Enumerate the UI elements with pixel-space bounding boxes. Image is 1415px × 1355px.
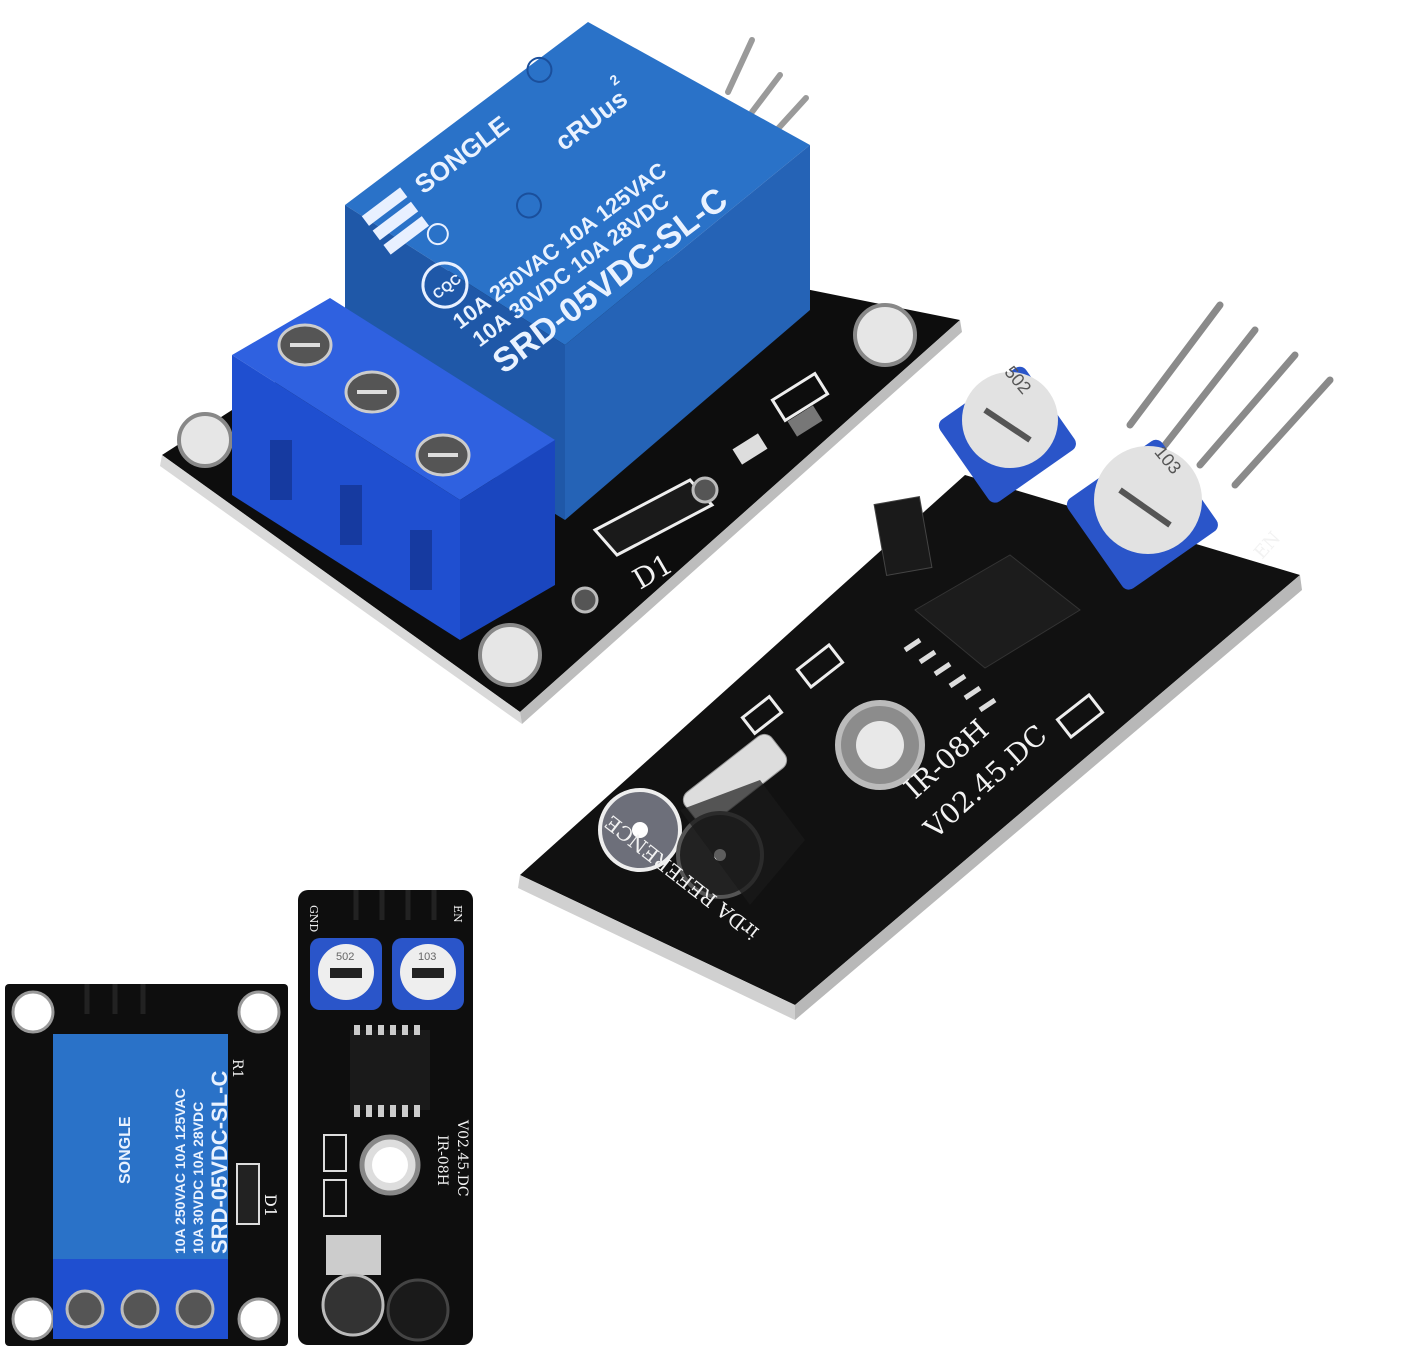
mounting-hole	[237, 990, 281, 1034]
ir-emitter	[321, 1235, 385, 1337]
svg-text:IR-08H: IR-08H	[434, 1135, 450, 1186]
terminal-screw[interactable]	[415, 433, 471, 477]
comparator-ic	[350, 1030, 430, 1110]
potentiometer-502[interactable]: 502	[310, 938, 382, 1010]
ir-receiver	[676, 780, 805, 905]
svg-text:10A 30VDC 10A 28VDC: 10A 30VDC 10A 28VDC	[190, 1102, 206, 1254]
songle-logo-icon	[361, 187, 430, 255]
svg-text:103: 103	[418, 951, 436, 963]
svg-text:SRD-05VDC-SL-C: SRD-05VDC-SL-C	[207, 1071, 232, 1254]
svg-text:502: 502	[336, 951, 354, 963]
svg-text:V02.45.DC: V02.45.DC	[454, 1119, 470, 1197]
jumper	[873, 495, 933, 577]
potentiometer-502[interactable]: 502	[936, 362, 1079, 506]
svg-text:R1: R1	[229, 1059, 245, 1078]
mounting-hole	[478, 623, 542, 687]
relay-top-face	[345, 22, 810, 345]
terminal-screw	[120, 1289, 160, 1329]
potentiometer-103[interactable]: 103	[392, 938, 464, 1010]
svg-text:SONGLE: SONGLE	[117, 1116, 134, 1184]
ir-receiver	[386, 1278, 450, 1342]
mounting-hole	[11, 1297, 55, 1341]
terminal-screw[interactable]	[277, 323, 333, 367]
svg-text:EN: EN	[1250, 528, 1285, 564]
terminal-screw	[65, 1289, 105, 1329]
mounting-hole	[237, 1297, 281, 1341]
mounting-hole	[853, 303, 917, 367]
terminal-screw[interactable]	[344, 370, 400, 414]
svg-text:EN: EN	[451, 905, 464, 923]
comparator-ic	[914, 554, 1081, 669]
svg-text:10A 250VAC 10A 125VAC: 10A 250VAC 10A 125VAC	[172, 1088, 188, 1254]
cqc-logo-icon	[421, 261, 469, 309]
terminal-block	[232, 298, 555, 640]
mounting-hole	[177, 412, 233, 468]
relay-front-thumbnail: SONGLE 10A 250VAC 10A 125VAC 10A 30VDC 1…	[5, 984, 288, 1346]
mounting-hole	[11, 990, 55, 1034]
potentiometer-103[interactable]: 103	[1064, 437, 1221, 593]
relay-pins	[725, 37, 809, 135]
ir-header-pins	[1126, 301, 1334, 489]
relay-side-face	[565, 145, 810, 520]
svg-text:D1: D1	[261, 1194, 280, 1217]
ir-front-thumbnail: GND EN 502 103 IR-08H V02.45.DC	[298, 890, 473, 1345]
svg-text:GND: GND	[307, 905, 320, 932]
terminal-screw	[175, 1289, 215, 1329]
